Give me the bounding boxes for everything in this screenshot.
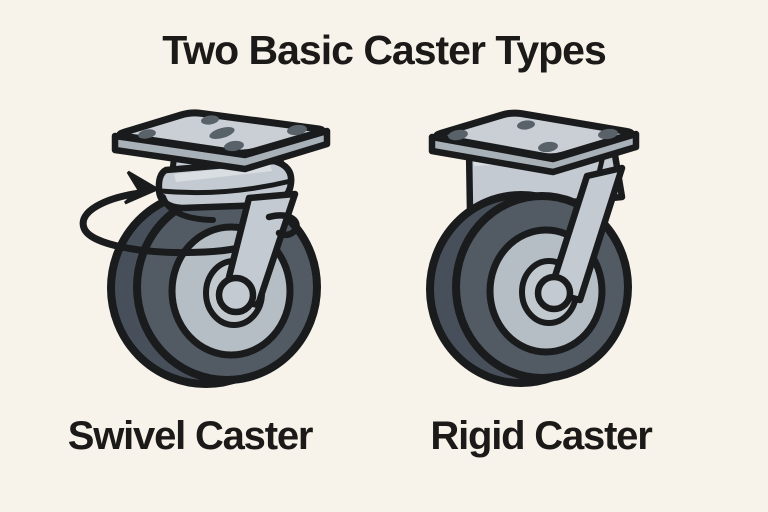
rigid-caster-label: Rigid Caster [430,414,652,458]
swivel-housing-seam [158,178,294,196]
swivel-housing-lip [160,194,216,223]
swivel-caster-label: Swivel Caster [67,414,314,458]
rigid-fork-leg [546,164,626,304]
swivel-axle-bolt [215,274,257,316]
swivel-caster-illustration [79,109,331,388]
rigid-caster-illustration [426,109,640,387]
rotation-arrow-icon [79,170,264,256]
swivel-plate-bolt-holes [138,115,307,152]
rotation-arrow-tail [265,212,300,239]
page-title: Two Basic Caster Types [162,27,607,73]
rigid-axle-bolt [534,273,574,313]
rigid-mounting-plate [433,109,635,161]
rigid-plate-bolt-holes [448,120,618,153]
